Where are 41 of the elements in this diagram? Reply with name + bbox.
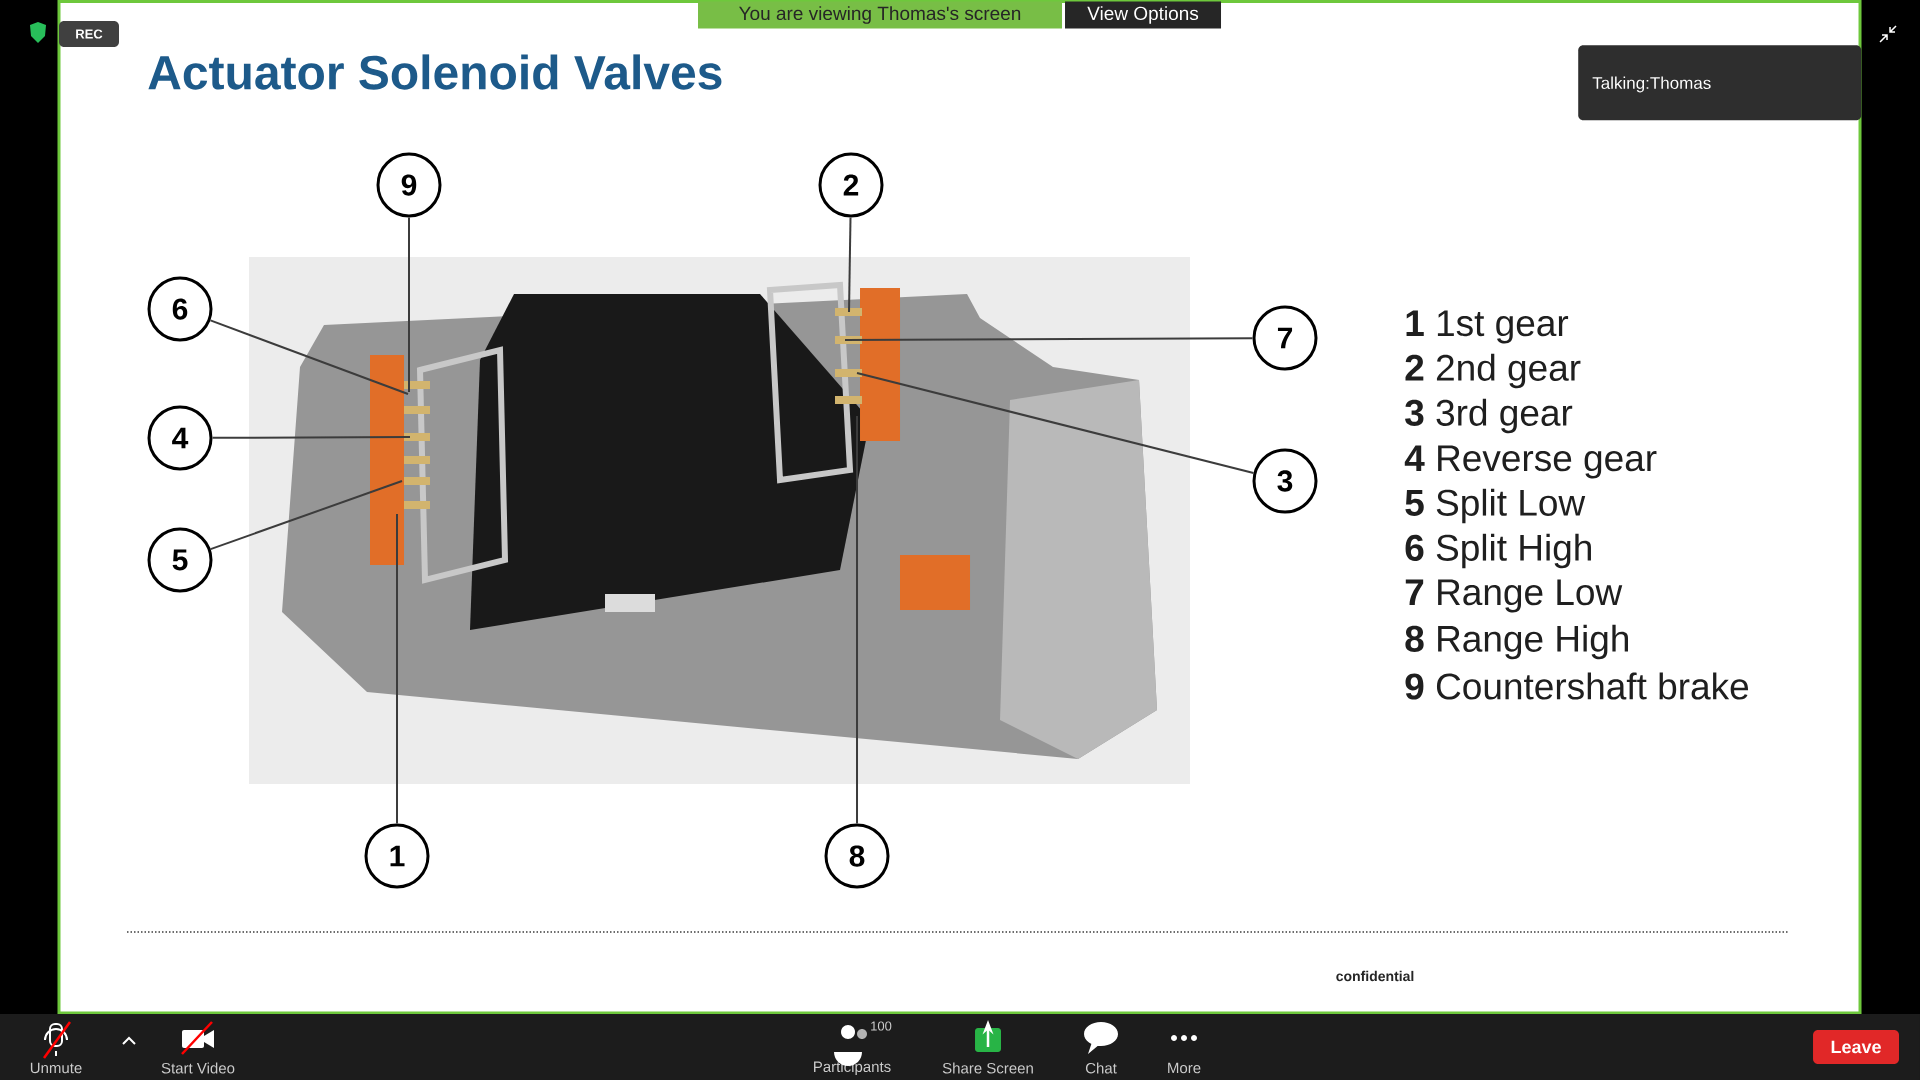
leader-line [211, 436, 411, 439]
legend-entry: 3 3rd gear [1405, 398, 1573, 434]
toolbar-label: Start Video [161, 1062, 235, 1074]
leader-line [844, 337, 1254, 341]
leave-button: Leave [1813, 1030, 1899, 1064]
footer-note: confidential [1336, 970, 1414, 982]
leader-line [209, 480, 403, 551]
leader-line [856, 372, 1255, 475]
slide-title: Actuator Solenoid Valves [148, 54, 722, 90]
legend-entry: 5 Split Low [1405, 488, 1586, 524]
legend-entry: 1 1st gear [1406, 310, 1569, 344]
legend-entry: 2 2nd gear [1405, 353, 1581, 389]
leader-line [396, 513, 398, 825]
callout-number: 6 [147, 276, 213, 342]
callout-number: 5 [147, 527, 213, 593]
toolbar-label: Chat [1085, 1062, 1117, 1074]
legend-entry: 4 Reverse gear [1404, 445, 1657, 479]
toolbar-label: Share Screen [942, 1062, 1033, 1074]
rec-badge: REC [59, 21, 119, 47]
callout-number: 9 [376, 152, 442, 218]
leader-line [856, 415, 858, 825]
callout-number: 3 [1252, 448, 1318, 514]
legend-entry: 9 Countershaft brake [1405, 672, 1749, 700]
callout-number: 4 [147, 405, 213, 471]
speaker-panel: Talking:Thomas [1578, 45, 1862, 121]
leader-line [848, 216, 852, 313]
screen-share-banner: You are viewing Thomas's screen [698, 1, 1062, 29]
legend-entry: 8 Range High [1405, 624, 1628, 660]
leader-line [209, 319, 409, 395]
callout-number: 8 [824, 823, 890, 889]
toolbar-label: Unmute [30, 1062, 82, 1074]
callout-number: 1 [364, 823, 430, 889]
callout-number: 7 [1252, 305, 1318, 371]
callout-number: 2 [818, 152, 884, 218]
toolbar-label: More [1168, 1062, 1201, 1074]
legend-entry: 7 Range Low [1405, 579, 1623, 613]
toolbar-label: Participants [814, 1061, 891, 1075]
participant-count: 100 [871, 1021, 892, 1031]
legend-entry: 6 Split High [1405, 533, 1591, 569]
view-options-button: View Options [1065, 1, 1221, 29]
leader-line [408, 216, 410, 393]
